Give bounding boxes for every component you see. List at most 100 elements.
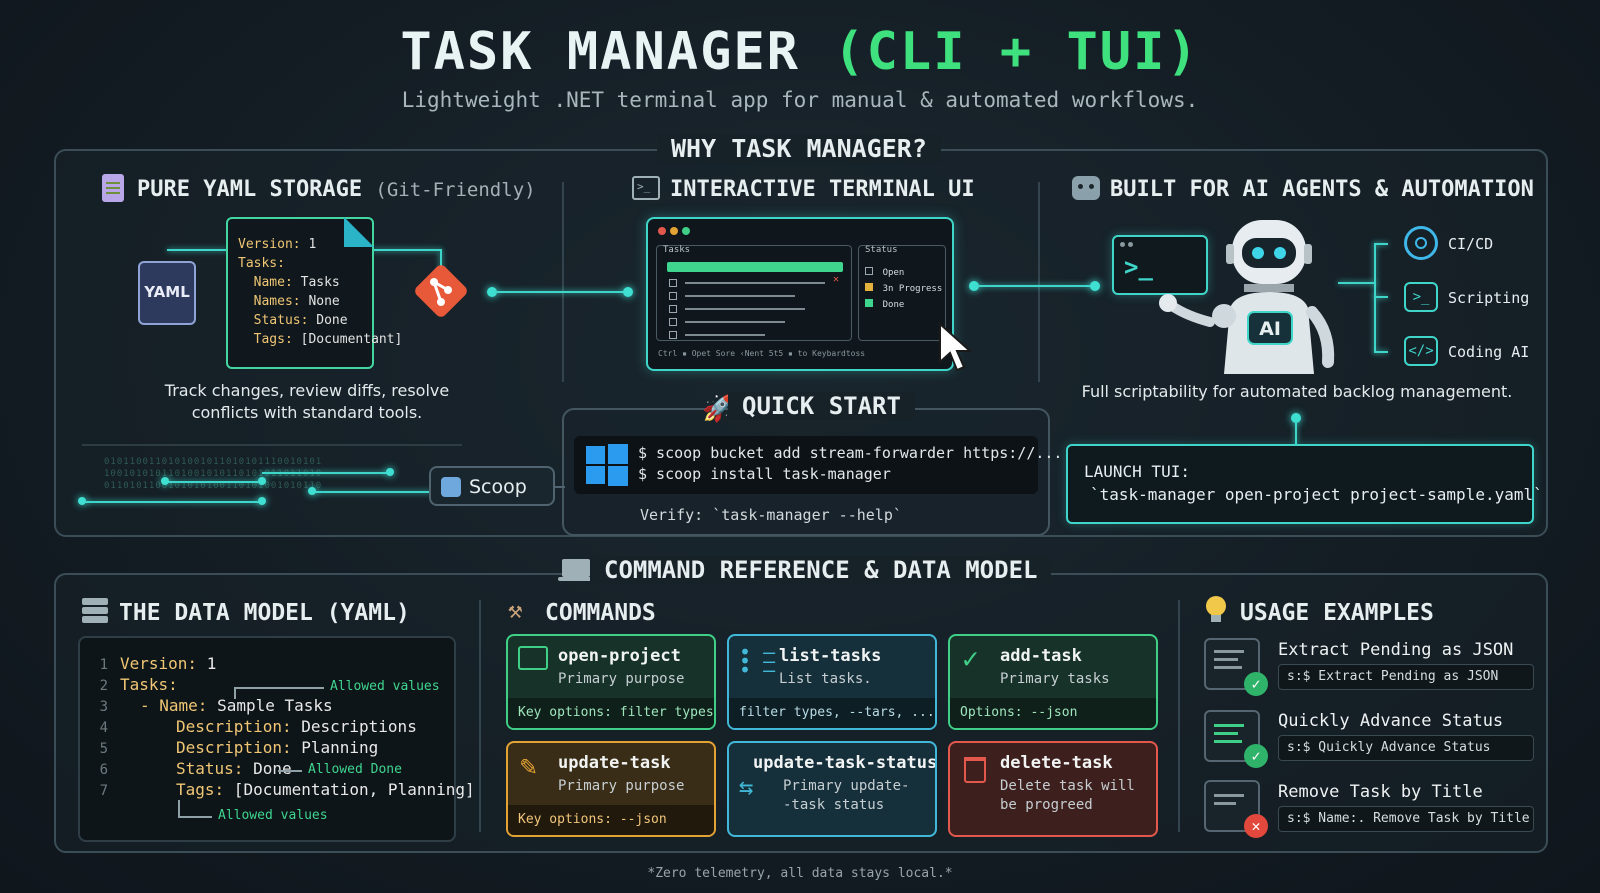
command-card-open-project[interactable]: open-project Primary purpose Key options… xyxy=(506,634,716,730)
code-line: 3- Name: Sample Tasks xyxy=(80,696,333,717)
task-row[interactable] xyxy=(685,295,795,297)
title-accent: (CLI + TUI) xyxy=(833,22,1200,82)
command-name: update-task-status xyxy=(753,753,937,773)
robot-chest-label: AI xyxy=(1259,318,1281,340)
status-option-open[interactable]: Open xyxy=(865,260,904,279)
connector-line xyxy=(372,249,440,251)
command-name: update-task xyxy=(558,753,671,773)
line-number: 6 xyxy=(99,762,108,778)
ai-caption: Full scriptability for automated backlog… xyxy=(1081,382,1513,401)
code-value: Done xyxy=(243,759,292,778)
code-key: - Name: xyxy=(140,696,208,715)
usage-examples-title: USAGE EXAMPLES xyxy=(1240,600,1434,626)
install-command-box[interactable]: $ scoop bucket add stream-forwarder http… xyxy=(574,436,1062,494)
status-pane: Status Open 3n Progress Done xyxy=(858,245,946,341)
command-name: delete-task xyxy=(1000,753,1113,773)
database-icon xyxy=(82,598,108,624)
title-main: TASK MANAGER xyxy=(400,22,800,82)
usage-example-title: Extract Pending as JSON xyxy=(1278,640,1514,660)
task-row[interactable] xyxy=(685,334,765,336)
launch-tui-command[interactable]: `task-manager open-project project-sampl… xyxy=(1090,485,1543,504)
command-description: Primary tasks xyxy=(1000,671,1110,687)
connector-dot xyxy=(487,287,497,297)
yaml-file-icon: YAML xyxy=(138,261,196,325)
task-row[interactable] xyxy=(685,282,825,284)
connector-dot xyxy=(78,497,86,505)
annotation-line xyxy=(234,687,324,689)
task-row[interactable] xyxy=(685,308,805,310)
selected-task-row[interactable] xyxy=(667,262,843,272)
annotation-line xyxy=(178,800,180,818)
yaml-key: Names: xyxy=(238,294,301,309)
task-row[interactable] xyxy=(685,321,785,323)
page-subtitle: Lightweight .NET terminal app for manual… xyxy=(401,88,1199,112)
line-number: 4 xyxy=(99,720,108,736)
yaml-storage-title-suffix: (Git-Friendly) xyxy=(375,179,536,201)
yaml-storage-caption: Track changes, review diffs, resolve con… xyxy=(164,381,450,422)
command-card-list-tasks[interactable]: • ―• ―• ― list-tasks List tasks. filter … xyxy=(727,634,937,730)
swap-arrows-icon: ⇆ xyxy=(739,773,754,801)
code-value: Sample Tasks xyxy=(207,696,333,715)
divider xyxy=(1178,600,1180,832)
circuit-decoration xyxy=(82,444,462,446)
page-title: TASK MANAGER (CLI + TUI) xyxy=(0,22,1600,82)
prompt-terminal-icon: >_ xyxy=(1112,235,1208,295)
window-maximize-dot[interactable] xyxy=(682,227,690,235)
code-key: Description: xyxy=(176,717,292,736)
connector-line xyxy=(1374,243,1376,353)
command-card-update-task[interactable]: ✎ update-task Primary purpose Key option… xyxy=(506,741,716,837)
status-option-in-progress[interactable]: 3n Progress xyxy=(865,276,942,295)
annotation-line xyxy=(234,687,236,699)
command-description: Primary update- -task status xyxy=(783,778,910,813)
window-close-dot[interactable] xyxy=(658,227,666,235)
connector-dot xyxy=(1090,281,1100,291)
task-checkbox[interactable] xyxy=(669,331,677,339)
success-badge: ✓ xyxy=(1244,744,1268,768)
usage-example-command[interactable]: s:$ Name:. Remove Task by Title xyxy=(1278,806,1534,832)
command-card-update-task-status[interactable]: ⇆ update-task-status Primary update- -ta… xyxy=(727,741,937,837)
page-fold-icon xyxy=(344,217,374,247)
task-checkbox[interactable] xyxy=(669,305,677,313)
command-name: add-task xyxy=(1000,646,1082,666)
error-badge: ✕ xyxy=(1244,814,1268,838)
command-card-add-task[interactable]: ✓ add-task Primary tasks Options: --json xyxy=(948,634,1158,730)
connector-line xyxy=(1374,351,1388,353)
usage-example-command[interactable]: s:$ Quickly Advance Status xyxy=(1278,735,1534,761)
ai-item-coding-ai: Coding AI xyxy=(1448,343,1530,361)
code-key: Tags: xyxy=(176,780,225,799)
install-command-line[interactable]: $ scoop install task-manager xyxy=(638,465,891,483)
mouse-cursor-icon xyxy=(939,322,973,372)
list-icon: • ―• ―• ― xyxy=(739,640,776,682)
yaml-value: Done xyxy=(308,313,348,328)
task-checkbox[interactable] xyxy=(669,318,677,326)
git-icon xyxy=(415,265,467,317)
status-option-done[interactable]: Done xyxy=(865,292,904,311)
scoop-chip[interactable]: Scoop xyxy=(429,466,555,506)
status-pane-label: Status xyxy=(865,245,898,255)
annotation-line xyxy=(178,816,212,818)
robot-icon xyxy=(1072,176,1100,200)
yaml-file-label: YAML xyxy=(144,283,190,301)
window-minimize-dot[interactable] xyxy=(670,227,678,235)
line-number: 5 xyxy=(99,741,108,757)
code-icon: </> xyxy=(1404,336,1438,366)
connector-dot xyxy=(1291,413,1301,423)
verify-command[interactable]: Verify: `task-manager --help` xyxy=(640,506,902,524)
install-command-line[interactable]: $ scoop bucket add stream-forwarder http… xyxy=(638,444,1063,462)
status-option-label: 3n Progress xyxy=(882,284,943,294)
command-name: list-tasks xyxy=(779,646,882,666)
command-card-delete-task[interactable]: delete-task Delete task will be progreed xyxy=(948,741,1158,837)
usage-example-command[interactable]: s:$ Extract Pending as JSON xyxy=(1278,664,1534,690)
task-checkbox[interactable] xyxy=(669,292,677,300)
task-checkbox[interactable] xyxy=(669,279,677,287)
connector-dot xyxy=(623,287,633,297)
launch-tui-box[interactable]: LAUNCH TUI: `task-manager open-project p… xyxy=(1066,444,1543,524)
connector-line xyxy=(1374,243,1388,245)
command-description: List tasks. xyxy=(779,671,872,687)
yaml-key: Tags: xyxy=(238,332,293,347)
